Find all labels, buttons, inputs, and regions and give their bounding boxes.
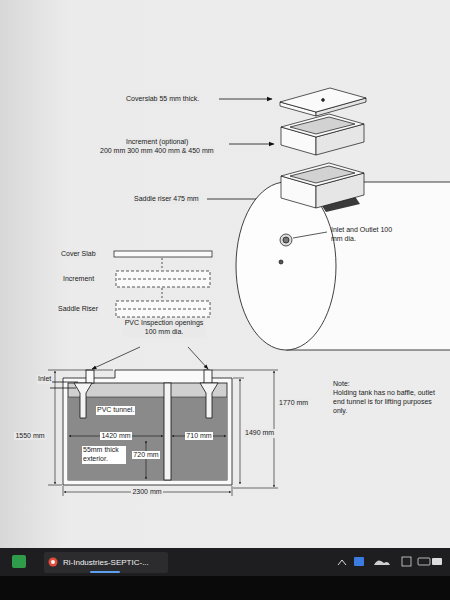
taskbar: [0, 548, 450, 576]
increment-ring: [281, 114, 364, 137]
taskbar: [51, 560, 55, 564]
dimension-label: 200 mm 300 mm 400 mm & 450 mm: [99, 147, 215, 156]
dimension-line: [240, 379, 241, 484]
inlet-outlet-pipe: [283, 237, 289, 243]
callout-arrow: [207, 99, 274, 199]
dimension-label: 1490 mm: [244, 429, 275, 438]
part-label: Increment: [62, 275, 95, 284]
dimension-line: [233, 488, 278, 489]
taskbar: [374, 560, 390, 565]
note-heading: Note:: [332, 380, 351, 389]
taskbar: [338, 560, 346, 565]
tank-cross-section: [68, 397, 227, 480]
side-view-parts: [118, 309, 208, 310]
note-label: 55mm thick exterior.: [82, 446, 126, 464]
taskbar: [0, 576, 450, 600]
dimension-line: [146, 441, 147, 479]
cover-slab: [322, 99, 325, 102]
cover-slab: [280, 88, 366, 112]
side-view-parts: [114, 251, 212, 257]
part-label: Saddle riser 475 mm: [133, 195, 200, 204]
tank-cross-section: [68, 397, 227, 398]
callout-arrow: [219, 99, 272, 100]
dimension-label: 2300 mm: [131, 488, 162, 497]
side-view-parts: [162, 258, 163, 270]
part-label: Increment (optional): [125, 138, 189, 147]
inlet-outlet-pipe: [293, 232, 327, 238]
tank-cylinder: [236, 182, 450, 350]
tank-cross-section: [200, 383, 218, 418]
saddle-riser: [281, 163, 364, 208]
note-text: Holding tank has no baffle, outlet end t…: [332, 389, 444, 415]
tank-cross-section: [63, 370, 232, 485]
dimension-line: [232, 486, 233, 496]
side-view-parts: [116, 271, 210, 287]
saddle-riser: [281, 163, 364, 186]
part-label: Inlet and Outlet 100 mm dia.: [330, 226, 394, 244]
taskbar-title: Ri-Industries-SEPTIC-...: [62, 558, 150, 568]
taskbar: [12, 555, 26, 568]
dimension-label: 720 mm: [132, 451, 159, 460]
dimension-label: 1550 mm: [14, 432, 45, 441]
taskbar: [0, 548, 450, 600]
callout-arrow: [92, 347, 208, 369]
cover-slab: [280, 88, 366, 116]
tank-cross-section: [86, 370, 94, 383]
dimension-line: [55, 371, 56, 484]
part-label: PVC Inspection openings 100 mm dia.: [123, 319, 205, 337]
callout-arrow: [92, 347, 140, 369]
part-label: Coverslab 55 mm thick.: [125, 95, 200, 104]
side-view-parts: [116, 301, 210, 317]
side-view-parts: [118, 279, 208, 280]
tank-cross-section: [204, 370, 212, 383]
taskbar: [49, 558, 58, 567]
dimension-line: [212, 370, 278, 371]
taskbar: [432, 558, 442, 565]
tank-cross-section: [74, 383, 92, 418]
dimension-line: [48, 370, 113, 371]
inlet-outlet-pipe: [279, 260, 283, 264]
tank-cylinder: [236, 182, 336, 350]
dimension-line: [48, 370, 278, 496]
tank-cylinder: [286, 350, 450, 351]
callout-arrow: [229, 144, 274, 145]
part-label: Saddle Riser: [57, 305, 99, 314]
part-label: Inlet: [37, 375, 52, 384]
taskbar: [44, 552, 168, 573]
dimension-label: 1770 mm: [278, 399, 309, 408]
callout-arrow: [188, 347, 208, 369]
tank-cross-section: [50, 370, 232, 485]
taskbar: [418, 558, 430, 565]
dimension-label: 710 mm: [185, 432, 212, 441]
taskbar: [354, 557, 364, 566]
dimension-label: 1420 mm: [100, 432, 131, 441]
side-view-parts: [114, 251, 212, 325]
dimension-line: [48, 485, 62, 486]
dimension-line: [63, 486, 64, 496]
inlet-outlet-pipe: [280, 234, 292, 246]
dimension-line: [233, 378, 244, 379]
taskbar: [402, 557, 411, 566]
tank-cross-section: [164, 383, 171, 480]
side-view-parts: [162, 288, 163, 300]
part-label: PVC tunnel.: [96, 406, 135, 415]
saddle-riser: [290, 166, 355, 183]
tank-cross-section: [68, 383, 227, 480]
increment-ring: [281, 114, 364, 155]
inlet-outlet-pipe: [279, 232, 327, 264]
taskbar: [90, 571, 120, 573]
part-label: Cover Slab: [60, 250, 97, 259]
increment-ring: [290, 117, 355, 134]
